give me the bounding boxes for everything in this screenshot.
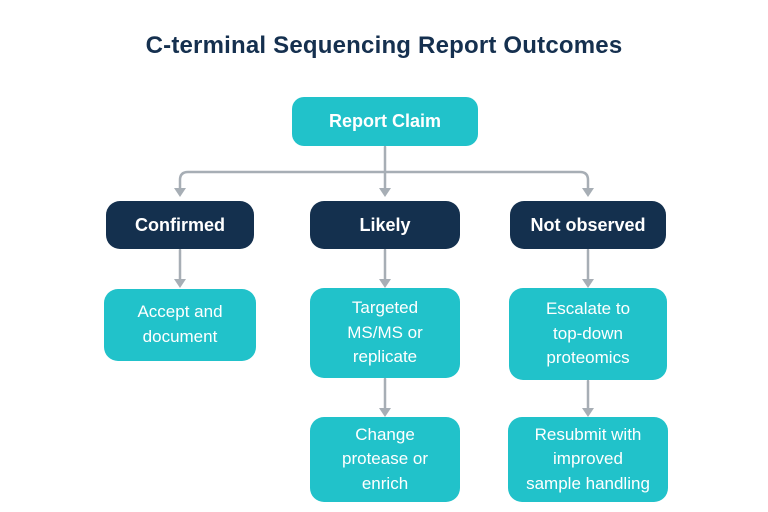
node-likely: Likely: [310, 201, 460, 249]
connector-root-to-not-observed: [383, 170, 590, 190]
arrowhead: [174, 279, 186, 288]
node-escalate-to-top-down-proteomics: Escalate to top-down proteomics: [509, 288, 667, 380]
arrowhead: [379, 188, 391, 197]
node-report-claim: Report Claim: [292, 97, 478, 146]
node-targeted-msms-or-replicate: Targeted MS/MS or replicate: [310, 288, 460, 378]
connector-root-to-confirmed: [178, 170, 387, 190]
node-not-observed: Not observed: [510, 201, 666, 249]
arrowhead: [174, 188, 186, 197]
node-accept-and-document: Accept and document: [104, 289, 256, 361]
arrowhead: [582, 408, 594, 417]
arrowhead: [582, 188, 594, 197]
node-resubmit-with-improved-sample-handling: Resubmit with improved sample handling: [508, 417, 668, 502]
arrowhead: [582, 279, 594, 288]
diagram-title: C-terminal Sequencing Report Outcomes: [145, 32, 623, 59]
node-change-protease-or-enrich: Change protease or enrich: [310, 417, 460, 502]
node-confirmed: Confirmed: [106, 201, 254, 249]
arrowhead: [379, 279, 391, 288]
arrowhead: [379, 408, 391, 417]
